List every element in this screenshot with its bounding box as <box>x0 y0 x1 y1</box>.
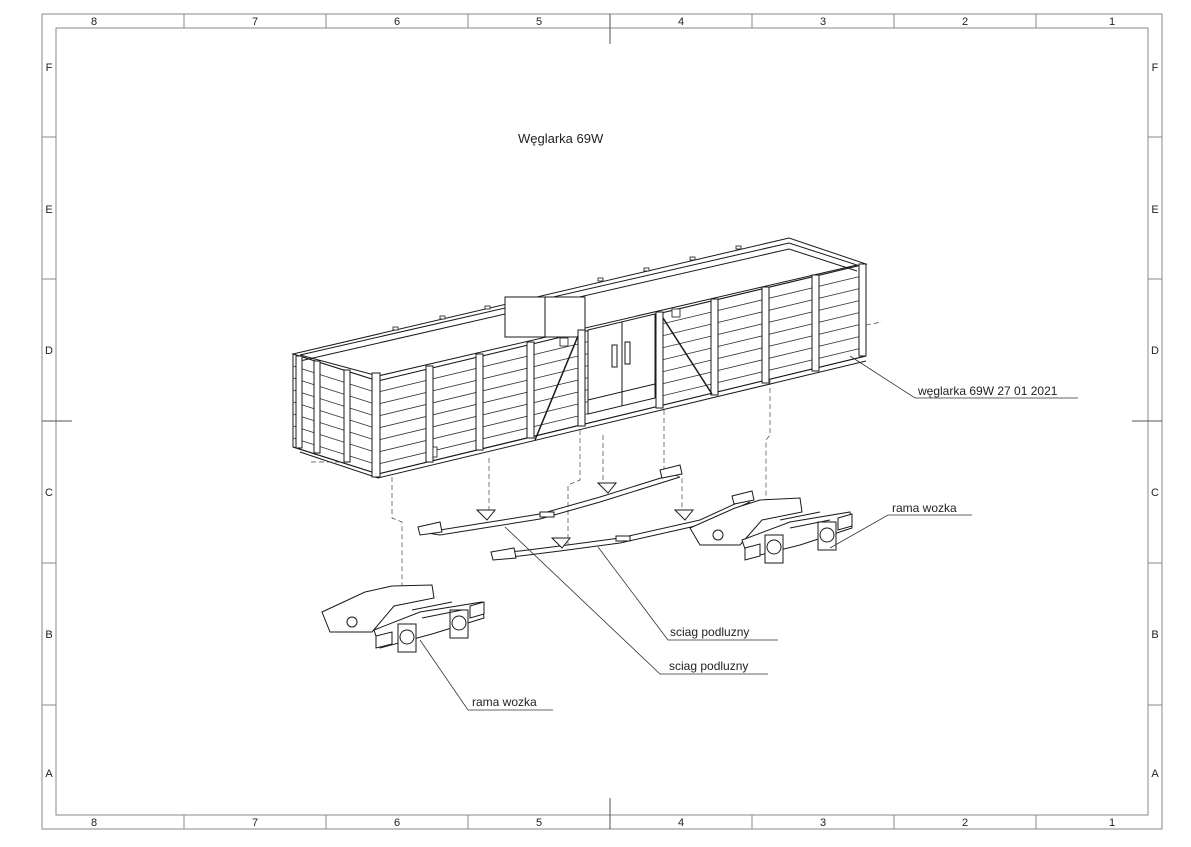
zone-col-top-8: 8 <box>91 16 97 28</box>
zone-col-top-4: 4 <box>678 16 684 28</box>
zone-col-top-1: 1 <box>1109 16 1115 28</box>
zone-row-right-D: D <box>1151 345 1159 357</box>
zone-col-bottom-3: 3 <box>820 817 826 829</box>
zone-row-right-B: B <box>1151 629 1158 641</box>
zone-row-left-E: E <box>45 204 52 216</box>
wagon-rim-fittings <box>392 245 742 458</box>
zone-col-bottom-7: 7 <box>252 817 258 829</box>
zone-col-top-3: 3 <box>820 16 826 28</box>
zone-labels: 8 7 6 5 4 3 2 1 8 7 6 5 4 3 2 1 F E D C … <box>45 16 1159 829</box>
bogie-frame-left <box>321 584 485 653</box>
zone-row-left-F: F <box>46 62 53 74</box>
zone-col-bottom-6: 6 <box>394 817 400 829</box>
zone-col-top-6: 6 <box>394 16 400 28</box>
callout-wagon-body: węglarka 69W 27 01 2021 <box>917 384 1058 398</box>
zone-row-left-C: C <box>45 487 53 499</box>
zone-col-bottom-8: 8 <box>91 817 97 829</box>
callout-leaders <box>419 355 1078 711</box>
zone-col-top-2: 2 <box>962 16 968 28</box>
sheet-frame <box>41 13 1163 830</box>
zone-row-right-E: E <box>1151 204 1158 216</box>
callout-tie-rod-upper: sciag podluzny <box>670 625 749 639</box>
callout-bogie-frame-left: rama wozka <box>472 695 537 709</box>
zone-col-bottom-1: 1 <box>1109 817 1115 829</box>
zone-col-top-7: 7 <box>252 16 258 28</box>
zone-row-left-B: B <box>45 629 52 641</box>
callout-bogie-frame-right: rama wozka <box>892 501 957 515</box>
bogie-frame-right <box>689 497 853 564</box>
callout-tie-rod-lower: sciag podluzny <box>669 659 748 673</box>
tie-rod-upper <box>417 464 683 536</box>
tie-rod-lower <box>490 490 755 561</box>
zone-row-right-A: A <box>1151 768 1159 780</box>
zone-col-bottom-2: 2 <box>962 817 968 829</box>
zone-col-bottom-4: 4 <box>678 817 684 829</box>
wagon-stanchions <box>295 263 867 478</box>
zone-col-top-5: 5 <box>536 16 542 28</box>
zone-row-left-D: D <box>45 345 53 357</box>
zone-row-right-C: C <box>1151 487 1159 499</box>
wagon-door <box>534 313 713 441</box>
assembly-dashed-lines <box>310 321 883 590</box>
zone-row-right-F: F <box>1152 62 1159 74</box>
zone-row-left-A: A <box>45 768 53 780</box>
zone-col-bottom-5: 5 <box>536 817 542 829</box>
drawing-title: Węglarka 69W <box>518 131 604 146</box>
